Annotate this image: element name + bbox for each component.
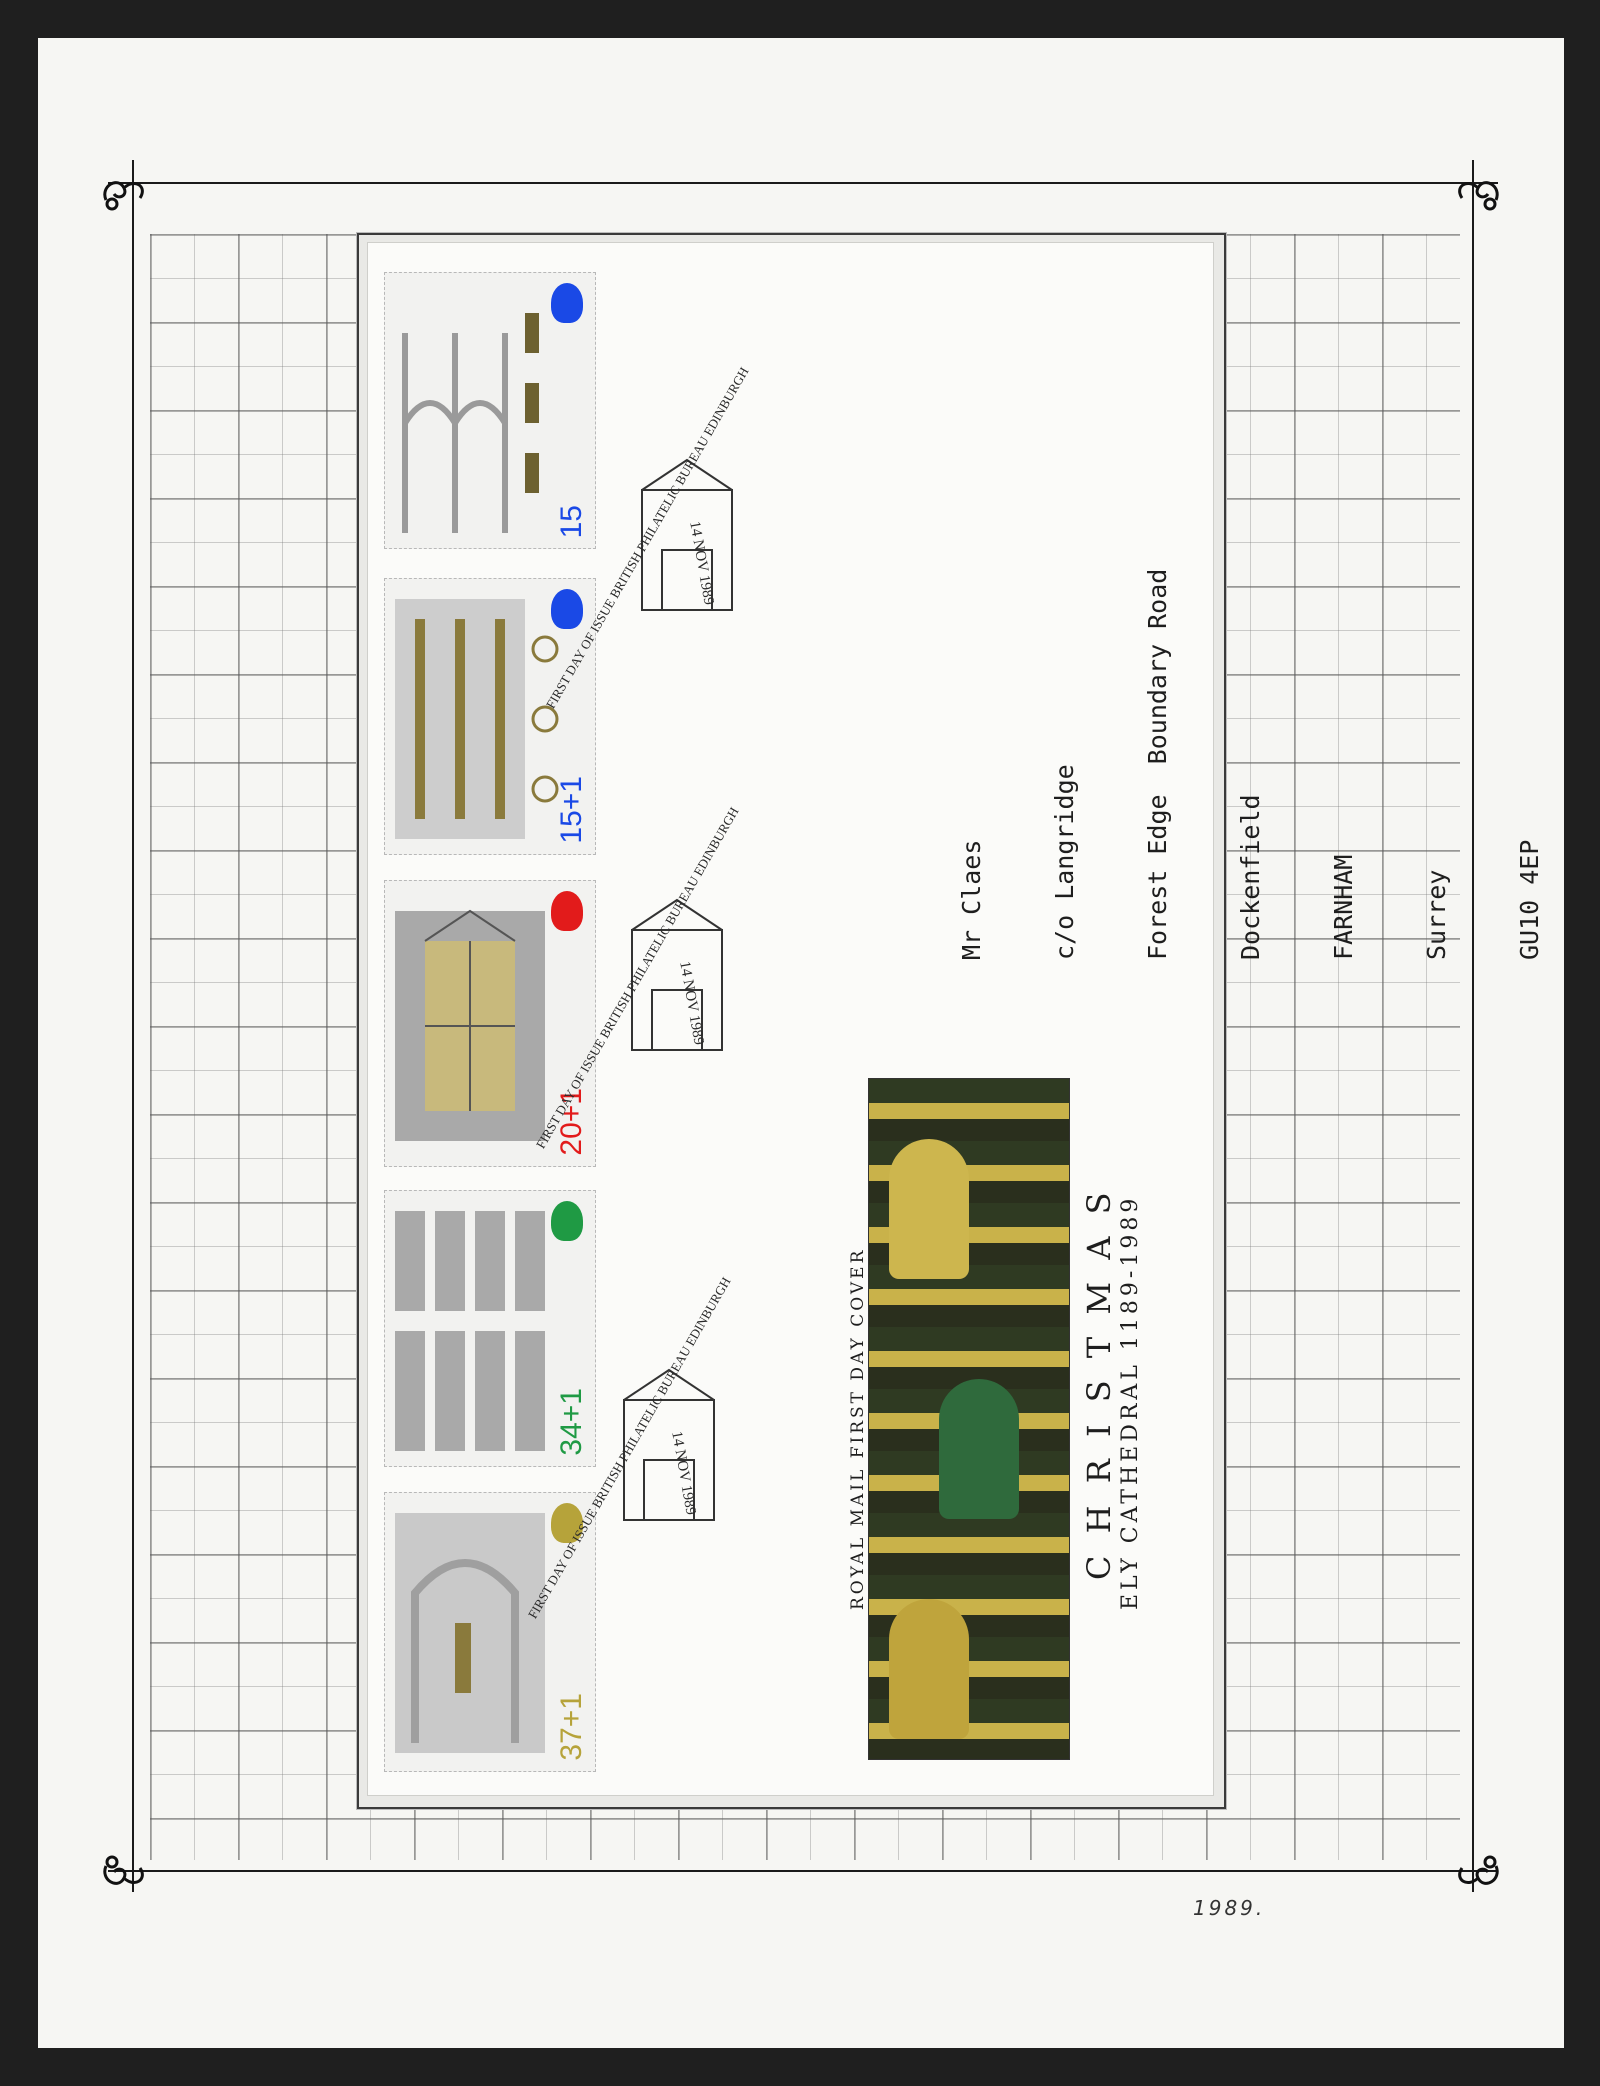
cover-illustration — [868, 1078, 1070, 1760]
corner-ornament-icon — [103, 1855, 144, 1885]
page-year-note: 1989. — [1193, 1896, 1266, 1920]
stamp-34p-plus-1p: 34+1 — [384, 1190, 596, 1467]
queen-head-icon — [551, 1503, 583, 1543]
stamp-artwork — [395, 599, 559, 839]
postmark: FIRST DAY OF ISSUE BRITISH PHILATELIC BU… — [533, 805, 762, 1151]
queen-head-icon — [551, 589, 583, 629]
stamp-value: 15+1 — [555, 776, 588, 844]
stamp-20p-plus-1p: 20+1 — [384, 880, 596, 1167]
postmark: FIRST DAY OF ISSUE BRITISH PHILATELIC BU… — [525, 1275, 754, 1621]
frame-bottom-line — [108, 1870, 1498, 1872]
stamp-15p: 15 — [384, 272, 596, 549]
stamp-value: 15 — [555, 504, 588, 538]
stamp-37p-plus-1p: 37+1 — [384, 1492, 596, 1772]
postmark-building-icon — [631, 898, 723, 1051]
postmark-building-icon — [623, 1368, 715, 1521]
frame-top-line — [108, 182, 1498, 184]
address-line: GU10 4EP — [1515, 839, 1544, 960]
address-line: FARNHAM — [1329, 854, 1358, 960]
stamp-artwork — [395, 1513, 545, 1753]
corner-ornament-icon — [103, 181, 144, 211]
figure-icon — [889, 1139, 969, 1279]
stamp-value: 37+1 — [555, 1693, 588, 1761]
frame-right-line — [1472, 160, 1474, 1892]
address-line: Mr Claes — [957, 839, 986, 960]
frame-left-line — [132, 160, 134, 1892]
address-line: Dockenfield — [1236, 794, 1265, 960]
address-line: Forest Edge Boundary Road — [1143, 568, 1172, 960]
queen-head-icon — [551, 891, 583, 931]
figure-icon — [889, 1599, 969, 1739]
postmark-building-icon — [641, 458, 733, 611]
stamp-artwork — [395, 909, 545, 1141]
cover-title: C H R I S T M A S — [1080, 1186, 1118, 1580]
stamp-artwork — [385, 1211, 555, 1451]
cover-header-line: ROYAL MAIL FIRST DAY COVER — [848, 1247, 868, 1610]
queen-head-icon — [551, 283, 583, 323]
corner-ornament-icon — [1458, 1855, 1499, 1885]
figure-icon — [939, 1379, 1019, 1519]
stamp-artwork — [402, 313, 539, 533]
cover-subtitle: ELY CATHEDRAL 1189-1989 — [1118, 1194, 1143, 1610]
address-line: c/o Langridge — [1050, 764, 1079, 960]
postmark: FIRST DAY OF ISSUE BRITISH PHILATELIC BU… — [543, 365, 772, 711]
address-line: Surrey — [1422, 869, 1451, 960]
queen-head-icon — [551, 1201, 583, 1241]
corner-ornament-icon — [1458, 181, 1499, 211]
stamp-15p-plus-1p: 15+1 — [384, 578, 596, 855]
